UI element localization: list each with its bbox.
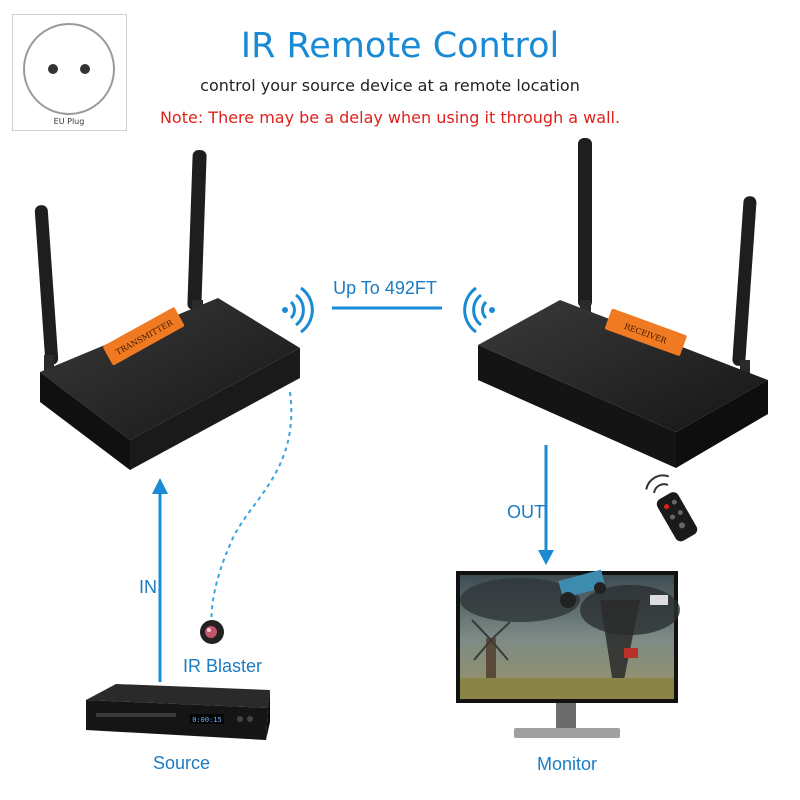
- eu-plug-icon: EU Plug: [23, 23, 115, 126]
- in-label: IN: [139, 577, 157, 597]
- page-title: IR Remote Control: [240, 26, 560, 66]
- out-arrow-head: [538, 550, 554, 565]
- wifi-signal-icon: [282, 286, 314, 334]
- wifi-signal-icon: [463, 286, 495, 334]
- ir-blaster-cable: [210, 391, 293, 626]
- monitor-device: [456, 569, 680, 738]
- monitor-label: Monitor: [537, 754, 597, 774]
- delay-note: Note: There may be a delay when using it…: [159, 108, 621, 127]
- source-label: Source: [153, 753, 210, 773]
- ir-blaster-label: IR Blaster: [183, 656, 262, 676]
- receiver-antenna-left: [578, 138, 592, 316]
- ir-blaster-device: [200, 620, 224, 644]
- source-player: 0:00:15: [86, 684, 270, 740]
- plug-label: EU Plug: [54, 117, 85, 126]
- out-label: OUT: [507, 502, 545, 522]
- transmitter-antenna-left: [34, 205, 59, 371]
- player-display: 0:00:15: [192, 716, 222, 724]
- receiver-antenna-right: [732, 196, 757, 376]
- receiver-device: RECEIVER: [478, 138, 768, 468]
- transmitter-device: TRANSMITTER: [34, 150, 300, 470]
- eu-plug-panel: EU Plug: [12, 14, 127, 131]
- ir-remote-icon: [645, 474, 698, 542]
- range-label: Up To 492FT: [333, 278, 437, 298]
- page-subtitle: control your source device at a remote l…: [200, 76, 580, 95]
- in-arrow-head: [152, 478, 168, 494]
- transmitter-antenna-right: [187, 150, 207, 316]
